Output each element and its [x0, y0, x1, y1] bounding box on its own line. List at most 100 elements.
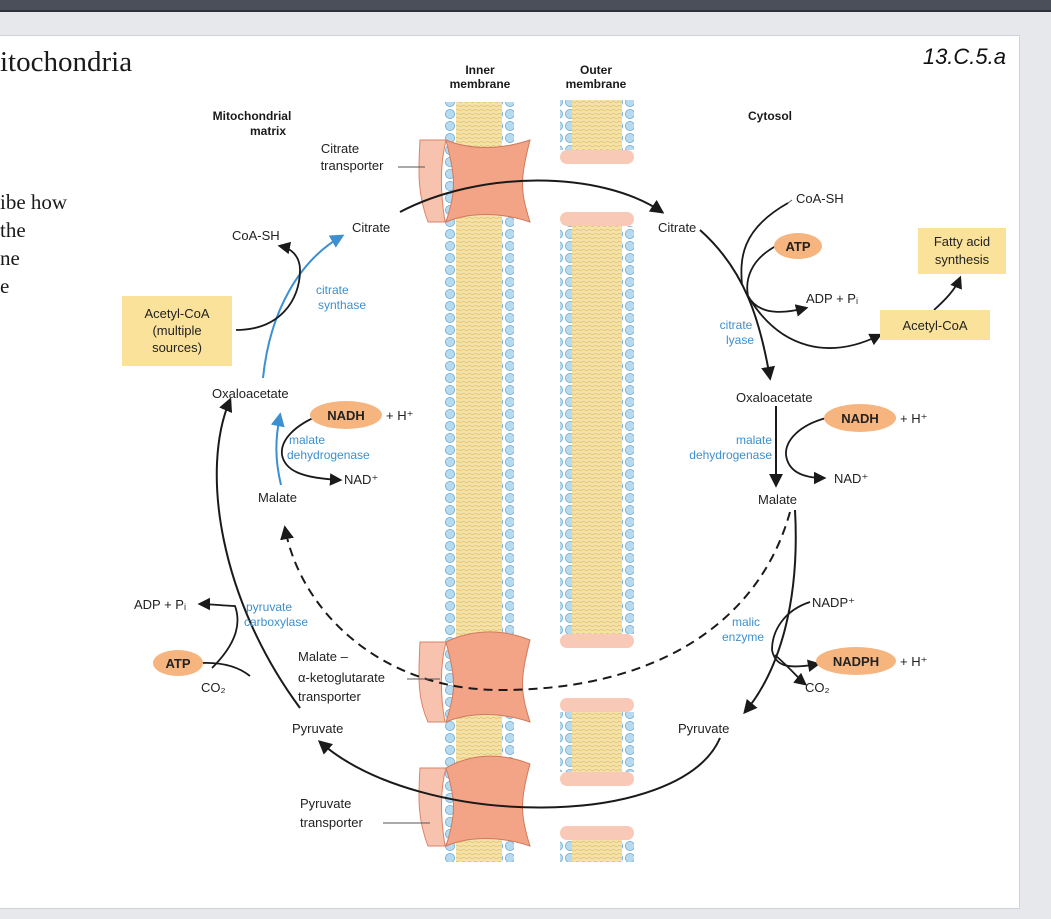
label-malate-akg-2: α-ketoglutarate	[298, 670, 385, 685]
arrow-citrate-to-oxaloacetate	[699, 229, 775, 381]
label-cytosol-hplus-2: + H⁺	[900, 654, 927, 669]
acetyl-coa-multiple-box	[122, 296, 232, 366]
slide-title: itochondria	[0, 46, 133, 78]
label-cytosol-adp: ADP + Pᵢ	[806, 291, 858, 306]
label-citrate-lyase-1: citrate	[720, 318, 753, 332]
label-cytosol-acetylcoa: Acetyl-CoA	[902, 318, 967, 333]
label-cytosol-malate: Malate	[758, 492, 797, 507]
nadh-ellipse-matrix	[310, 401, 382, 429]
header-matrix-line2: matrix	[250, 124, 286, 138]
header-inner-membrane-line1: Inner	[465, 63, 495, 77]
label-pyruvate-carboxylase-2: carboxylase	[244, 615, 308, 629]
header-inner-membrane-line2: membrane	[450, 77, 511, 91]
label-cytosol-coash: CoA-SH	[796, 191, 844, 206]
label-pyruvate-carboxylase-1: pyruvate	[246, 600, 292, 614]
label-matrix-coash: CoA-SH	[232, 228, 280, 243]
header-matrix-line1: Mitochondrial	[213, 109, 292, 123]
arrow-atp-co2	[200, 662, 251, 677]
arrow-pyruvate-to-oxaloacetate	[215, 397, 301, 709]
label-cytosol-nadph: NADPH	[833, 654, 879, 669]
fatty-acid-synthesis-box	[918, 228, 1006, 274]
slide-body-line-3: ne	[0, 246, 20, 270]
label-fatty-acid-2: synthesis	[935, 252, 990, 267]
label-acetylcoa-1: Acetyl-CoA	[144, 306, 209, 321]
label-citrate-transporter-1: Citrate	[321, 141, 359, 156]
label-acetylcoa-3: sources)	[152, 340, 202, 355]
arrow-pyruvate-import	[317, 737, 721, 809]
arrow-atp-cytosol	[746, 245, 777, 297]
outer-membrane-segment	[560, 212, 634, 648]
label-cytosol-malate-dh-1: malate	[736, 433, 772, 447]
label-matrix-nadplus: NAD⁺	[344, 472, 378, 487]
arrow-citrate-export	[399, 179, 665, 214]
slide-body-line-1: ibe how	[0, 190, 68, 214]
header-outer-membrane-line1: Outer	[580, 63, 612, 77]
label-cytosol-oxaloacetate: Oxaloacetate	[736, 390, 813, 405]
label-matrix-pyruvate: Pyruvate	[292, 721, 343, 736]
atp-ellipse-cytosol	[774, 233, 822, 259]
label-acetylcoa-2: (multiple	[152, 323, 201, 338]
top-toolbar-strip	[0, 0, 1051, 12]
label-matrix-atp: ATP	[165, 656, 190, 671]
label-malic-enzyme-2: enzyme	[722, 630, 764, 644]
label-fatty-acid-1: Fatty acid	[934, 234, 990, 249]
pyruvate-transporter-protein	[418, 755, 531, 847]
slide-body-line-4: e	[0, 274, 10, 298]
label-citrate-transporter-2: transporter	[321, 158, 385, 173]
label-cytosol-nadh: NADH	[841, 411, 879, 426]
label-matrix-co2: CO₂	[201, 680, 226, 695]
label-citrate-synthase-2: synthase	[318, 298, 366, 312]
arrow-citrate-synthase	[262, 234, 345, 379]
label-cytosol-pyruvate: Pyruvate	[678, 721, 729, 736]
arrow-adp	[197, 597, 239, 669]
arrow-malate-dehydrogenase	[270, 412, 285, 486]
nadh-ellipse-cytosol	[824, 404, 896, 432]
slide-code: 13.C.5.a	[922, 44, 1006, 69]
arrow-nadp	[771, 601, 821, 672]
malate-akg-transporter-protein	[418, 631, 531, 723]
label-pyruvate-transporter-2: transporter	[300, 815, 364, 830]
label-matrix-malate-dh-2: dehydrogenase	[287, 448, 370, 462]
label-matrix-oxaloacetate: Oxaloacetate	[212, 386, 289, 401]
nadph-ellipse	[816, 647, 896, 675]
outer-membrane-segment	[560, 698, 634, 786]
arrow-acetylcoa-coash	[235, 241, 301, 331]
arrow-nadh-cytosol	[785, 417, 827, 485]
label-matrix-adp: ADP + Pᵢ	[134, 597, 186, 612]
slide-body-line-2: the	[0, 218, 26, 242]
header-cytosol: Cytosol	[748, 109, 792, 123]
label-cytosol-atp: ATP	[785, 239, 810, 254]
label-pyruvate-transporter-1: Pyruvate	[300, 796, 351, 811]
arrow-nadh-in	[281, 414, 343, 486]
citrate-transporter-protein	[418, 139, 531, 223]
label-matrix-citrate: Citrate	[352, 220, 390, 235]
outer-membrane	[560, 100, 634, 862]
label-cytosol-nadplus: NAD⁺	[834, 471, 868, 486]
acetyl-coa-cytosol-box	[880, 310, 990, 340]
label-matrix-malate: Malate	[258, 490, 297, 505]
label-citrate-lyase-2: lyase	[726, 333, 754, 347]
outer-membrane-segment	[560, 826, 634, 862]
atp-ellipse-matrix	[153, 650, 203, 676]
arrow-acetylcoa-cytosol	[747, 295, 883, 349]
label-cytosol-hplus: + H⁺	[900, 411, 927, 426]
outer-membrane-segment	[560, 100, 634, 164]
label-cytosol-co2: CO₂	[805, 680, 830, 695]
label-citrate-synthase-1: citrate	[316, 283, 349, 297]
arrow-malate-shuttle-dashed	[280, 511, 791, 692]
label-cytosol-nadp: NADP⁺	[812, 595, 855, 610]
label-malate-akg-3: transporter	[298, 689, 362, 704]
label-cytosol-malate-dh-2: dehydrogenase	[689, 448, 772, 462]
label-cytosol-citrate: Citrate	[658, 220, 696, 235]
label-matrix-nadh: NADH	[327, 408, 365, 423]
arrow-coash-cytosol	[740, 202, 789, 286]
arrow-cytosol-malate-to-pyruvate	[743, 509, 797, 715]
arrow-acetylcoa-to-fattyacid	[933, 275, 962, 311]
header-outer-membrane-line2: membrane	[566, 77, 627, 91]
label-matrix-hplus: + H⁺	[386, 408, 413, 423]
label-malate-akg-1: Malate –	[298, 649, 349, 664]
arrow-co2-cytosol	[774, 654, 807, 686]
label-matrix-malate-dh-1: malate	[289, 433, 325, 447]
label-malic-enzyme-1: malic	[732, 615, 760, 629]
